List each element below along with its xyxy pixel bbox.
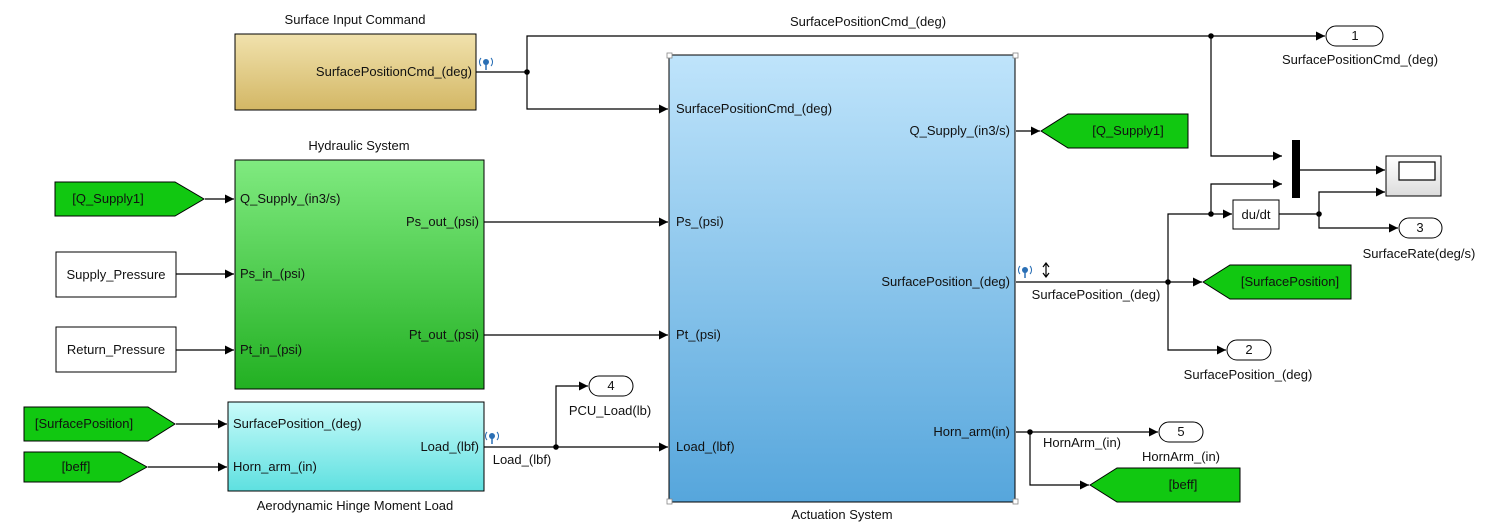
port-label: SurfacePosition_(deg)	[881, 274, 1010, 289]
port-label: SurfacePosition_(deg)	[233, 416, 362, 431]
signal-label-horn-arm: HornArm_(in)	[1043, 435, 1121, 450]
outport-label: SurfaceRate(deg/s)	[1363, 246, 1476, 261]
signal-label-load: Load_(lbf)	[493, 452, 552, 467]
tag-label: [beff]	[62, 459, 91, 474]
block-title-aero: Aerodynamic Hinge Moment Load	[257, 498, 454, 513]
port-label: Ps_(psi)	[676, 214, 724, 229]
junction-dot	[1027, 429, 1033, 435]
mux-block[interactable]	[1292, 140, 1300, 198]
tag-label: [Q_Supply1]	[72, 191, 144, 206]
from-surface-position[interactable]: [SurfacePosition]	[23, 406, 176, 442]
resize-handle[interactable]	[1012, 52, 1019, 59]
block-title-surface-input: Surface Input Command	[285, 12, 426, 27]
port-label: Horn_arm(in)	[933, 424, 1010, 439]
outport-3[interactable]: 3	[1398, 217, 1443, 239]
port-label: Q_Supply_(in3/s)	[910, 123, 1010, 138]
signal-label-cmd: SurfacePositionCmd_(deg)	[790, 14, 946, 29]
wire-hornarm-goto	[1029, 432, 1089, 490]
wire-rate-outport3	[1318, 214, 1398, 233]
block-title-actuation: Actuation System	[791, 507, 892, 522]
resize-handle[interactable]	[1012, 498, 1019, 505]
junction-dot	[524, 69, 530, 75]
outport-number: 4	[607, 378, 614, 393]
port-label: Ps_in_(psi)	[240, 266, 305, 281]
port-label: Load_(lbf)	[420, 439, 479, 454]
tag-label: [Q_Supply1]	[1092, 123, 1164, 138]
block-label: du/dt	[1242, 207, 1271, 222]
port-label: Q_Supply_(in3/s)	[240, 191, 340, 206]
wire-surfpos-outport2	[1167, 282, 1226, 355]
goto-q-supply[interactable]: [Q_Supply1]	[1040, 113, 1189, 149]
outport-label: SurfacePositionCmd_(deg)	[1282, 52, 1438, 67]
outport-2[interactable]: 2	[1226, 339, 1272, 361]
wire-load-outport4	[555, 381, 588, 447]
outport-number: 3	[1416, 220, 1423, 235]
junction-dot	[1316, 211, 1322, 217]
port-label: Horn_arm_(in)	[233, 459, 317, 474]
block-label: Return_Pressure	[67, 342, 165, 357]
junction-dot	[1165, 279, 1171, 285]
junction-dot	[1208, 211, 1214, 217]
resize-handle[interactable]	[666, 52, 673, 59]
outport-number: 2	[1245, 342, 1252, 357]
wire-rate-scope	[1318, 187, 1385, 214]
from-q-supply[interactable]: [Q_Supply1]	[54, 181, 205, 217]
port-label: Pt_out_(psi)	[409, 327, 479, 342]
surface-input-block[interactable]: SurfacePositionCmd_(deg)	[234, 33, 477, 111]
resize-handle[interactable]	[666, 498, 673, 505]
tag-label: [SurfacePosition]	[1241, 274, 1339, 289]
tag-label: [SurfacePosition]	[35, 416, 133, 431]
block-title-hydraulic: Hydraulic System	[308, 138, 409, 153]
test-point-icon[interactable]	[479, 57, 493, 70]
outport-label: SurfacePosition_(deg)	[1184, 367, 1313, 382]
tag-label: [beff]	[1169, 477, 1198, 492]
block-label: Supply_Pressure	[67, 267, 166, 282]
goto-beff[interactable]: [beff]	[1089, 467, 1241, 503]
signal-label-surface-position: SurfacePosition_(deg)	[1032, 287, 1161, 302]
outport-number: 1	[1351, 28, 1358, 43]
port-label: Pt_in_(psi)	[240, 342, 302, 357]
port-label: SurfacePositionCmd_(deg)	[676, 101, 832, 116]
wires	[148, 31, 1398, 490]
scope-icon[interactable]	[1385, 155, 1442, 197]
aero-hinge-block[interactable]: SurfacePosition_(deg) Horn_arm_(in) Load…	[227, 401, 485, 492]
junction-dot	[553, 444, 559, 450]
junction-dot	[1208, 33, 1214, 39]
hydraulic-system-block[interactable]: Q_Supply_(in3/s) Ps_in_(psi) Pt_in_(psi)…	[234, 159, 485, 390]
goto-surface-position[interactable]: [SurfacePosition]	[1202, 264, 1352, 300]
port-label: SurfacePositionCmd_(deg)	[316, 64, 472, 79]
from-beff[interactable]: [beff]	[23, 451, 149, 483]
port-label: Ps_out_(psi)	[406, 214, 479, 229]
return-pressure-block[interactable]: Return_Pressure	[55, 326, 177, 373]
test-point-icon[interactable]	[1018, 265, 1032, 278]
wire-cmd-main	[476, 35, 1282, 161]
test-point-icon[interactable]	[485, 431, 499, 444]
updown-arrow-icon	[1042, 262, 1050, 278]
outport-label: PCU_Load(lb)	[569, 403, 651, 418]
wire-cmd-actuation	[526, 72, 668, 114]
derivative-block[interactable]: du/dt	[1232, 199, 1280, 230]
outport-1[interactable]: 1	[1325, 25, 1384, 47]
port-label: Load_(lbf)	[676, 439, 735, 454]
outport-5[interactable]: 5	[1158, 421, 1204, 443]
outport-4[interactable]: 4	[588, 375, 634, 397]
port-label: Pt_(psi)	[676, 327, 721, 342]
wire-surfpos-mux	[1210, 179, 1282, 214]
actuation-system-block[interactable]: SurfacePositionCmd_(deg) Ps_(psi) Pt_(ps…	[666, 52, 1019, 505]
supply-pressure-block[interactable]: Supply_Pressure	[55, 251, 177, 298]
outport-label: HornArm_(in)	[1142, 449, 1220, 464]
outport-number: 5	[1177, 424, 1184, 439]
